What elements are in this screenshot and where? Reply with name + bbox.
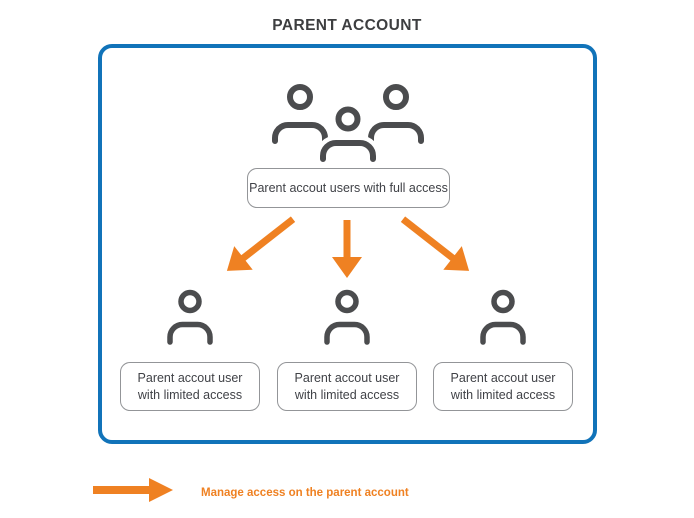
users-group-icon	[270, 82, 426, 162]
limited-access-label-line2: with limited access	[450, 387, 556, 402]
diagram-title: PARENT ACCOUNT	[272, 17, 422, 34]
arrow-down-left-icon	[216, 206, 303, 285]
user-icon	[477, 289, 529, 345]
legend: Manage access on the parent account	[93, 477, 409, 508]
limited-access-label: Parent accout user with limited access	[277, 362, 417, 411]
limited-access-label-line2: with limited access	[294, 387, 400, 402]
user-icon	[164, 289, 216, 345]
arrow-down-icon	[330, 220, 364, 278]
legend-text: Manage access on the parent account	[201, 486, 409, 499]
full-access-label-text: Parent accout users with full access	[249, 180, 448, 195]
limited-access-label: Parent accout user with limited access	[433, 362, 573, 411]
limited-access-label-line1: Parent accout user	[294, 371, 400, 386]
parent-account-box: Parent accout users with full access	[98, 44, 597, 444]
full-access-label: Parent accout users with full access	[247, 168, 450, 208]
arrow-down-right-icon	[392, 206, 479, 285]
limited-access-label-line2: with limited access	[137, 387, 243, 402]
user-icon	[321, 289, 373, 345]
limited-access-label: Parent accout user with limited access	[120, 362, 260, 411]
limited-access-label-line1: Parent accout user	[450, 371, 556, 386]
arrow-right-icon	[93, 477, 173, 508]
limited-access-label-line1: Parent accout user	[137, 371, 243, 386]
